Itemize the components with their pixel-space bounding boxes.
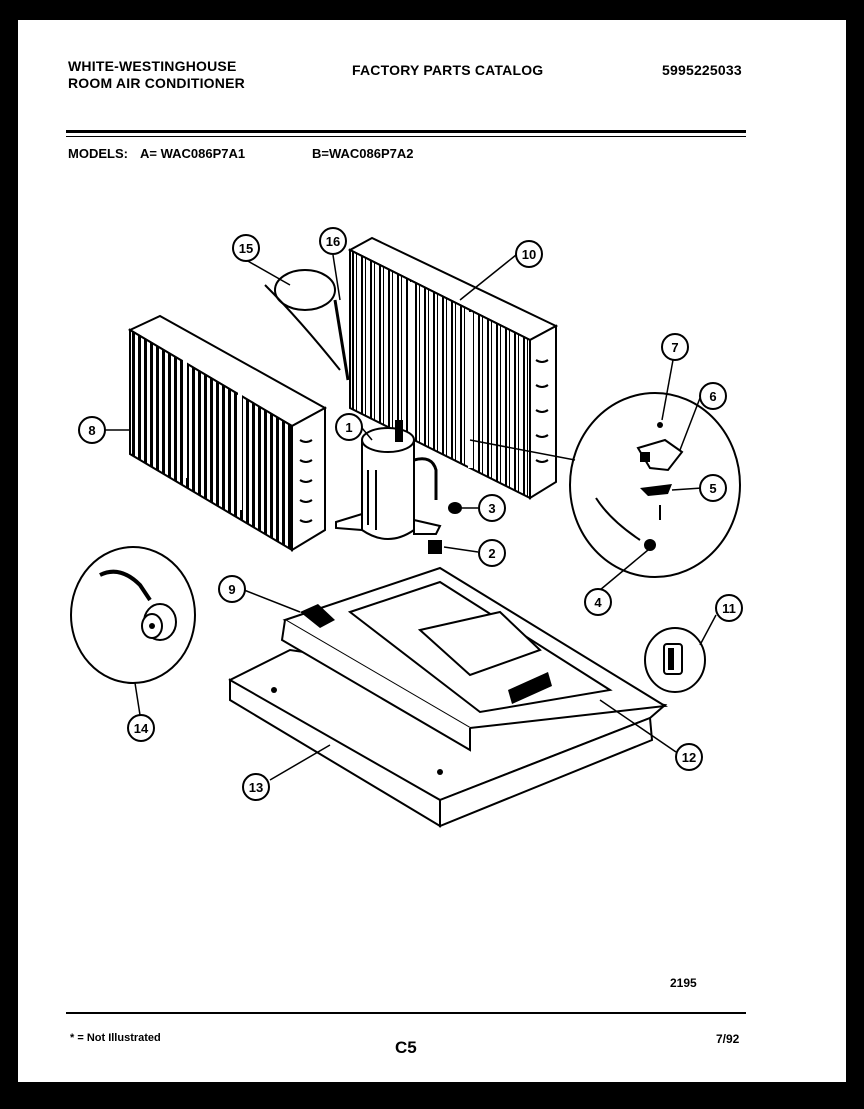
grommet bbox=[448, 502, 462, 514]
part-11-detail-circle bbox=[644, 627, 706, 693]
condenser-coil bbox=[347, 236, 559, 500]
callout-14: 14 bbox=[127, 714, 155, 742]
compressor bbox=[335, 420, 442, 540]
mounting-nut bbox=[428, 540, 442, 554]
model-b: B=WAC086P7A2 bbox=[312, 146, 414, 161]
catalog-title: FACTORY PARTS CATALOG bbox=[352, 62, 544, 78]
not-illustrated-note: * = Not Illustrated bbox=[70, 1032, 161, 1044]
catalog-date: 7/92 bbox=[716, 1032, 740, 1046]
evaporator-coil bbox=[127, 314, 328, 552]
callout-9: 9 bbox=[218, 575, 246, 603]
leader-lines bbox=[104, 254, 717, 781]
footer-rule bbox=[66, 1012, 746, 1014]
callout-1: 1 bbox=[335, 413, 363, 441]
callout-6: 6 bbox=[699, 382, 727, 410]
callout-11: 11 bbox=[715, 594, 743, 622]
callout-15: 15 bbox=[232, 234, 260, 262]
callout-5: 5 bbox=[699, 474, 727, 502]
header-rule-thin bbox=[66, 136, 746, 137]
header-rule-thick bbox=[66, 130, 746, 133]
overload-detail-circle bbox=[469, 392, 741, 578]
part-14-detail-circle bbox=[70, 546, 196, 684]
callout-3: 3 bbox=[478, 494, 506, 522]
callout-7: 7 bbox=[661, 333, 689, 361]
models-label: MODELS: bbox=[68, 146, 128, 161]
capillary-tubing bbox=[264, 269, 350, 381]
page-code: C5 bbox=[395, 1038, 417, 1057]
callout-2: 2 bbox=[478, 539, 506, 567]
callout-8: 8 bbox=[78, 416, 106, 444]
brand-line-2: ROOM AIR CONDITIONER bbox=[68, 75, 245, 91]
model-a: A= WAC086P7A1 bbox=[140, 146, 246, 161]
brand-line-1: WHITE-WESTINGHOUSE bbox=[68, 58, 237, 74]
drawing-number: 2195 bbox=[670, 976, 697, 990]
callout-13: 13 bbox=[242, 773, 270, 801]
callout-12: 12 bbox=[675, 743, 703, 771]
callout-10: 10 bbox=[515, 240, 543, 268]
callout-4: 4 bbox=[584, 588, 612, 616]
drain-pan bbox=[280, 566, 669, 752]
catalog-number: 5995225033 bbox=[662, 62, 742, 78]
callout-16: 16 bbox=[319, 227, 347, 255]
